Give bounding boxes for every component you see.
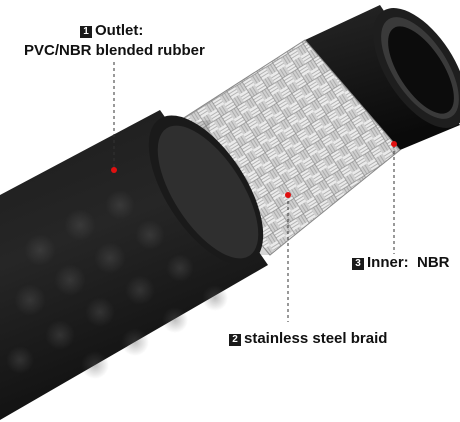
- leader-lines: [113, 62, 395, 322]
- braid-marker-dot: [285, 192, 291, 198]
- outlet-number-badge: 1: [80, 26, 92, 38]
- outer-rubber-jacket: [0, 110, 268, 420]
- inner-marker-dot: [391, 141, 397, 147]
- inner-label: Inner: NBR: [367, 254, 450, 271]
- braid-number-badge: 2: [229, 334, 241, 346]
- braid-label: stainless steel braid: [244, 330, 388, 347]
- inner-nbr-tube: [305, 5, 460, 150]
- outlet-title: Outlet:: [95, 22, 144, 39]
- inner-number-badge: 3: [352, 258, 364, 270]
- outlet-marker-dot: [111, 167, 117, 173]
- outlet-detail: PVC/NBR blended rubber: [24, 42, 205, 59]
